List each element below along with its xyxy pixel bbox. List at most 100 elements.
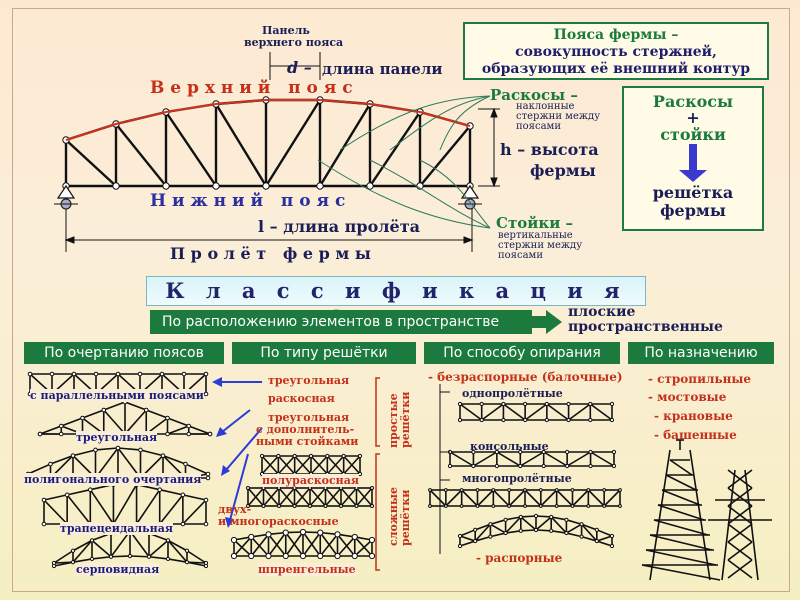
truss-node [334, 531, 341, 538]
upper-chord-label: В е р х н и й п о я с [150, 78, 353, 98]
diagonal-member [91, 539, 112, 558]
truss-node [554, 488, 559, 492]
bottom-chord-member [505, 529, 521, 534]
diagonal-member [556, 489, 574, 507]
truss-node [230, 536, 238, 544]
diagonal-member [165, 111, 217, 187]
top-chord-member [167, 417, 190, 427]
diagonals-desc-2: стержни между [516, 111, 601, 122]
header-lattice-type: По типу решётки [232, 342, 416, 364]
truss-node [447, 463, 453, 469]
truss-node [87, 487, 93, 493]
diagonal-member [355, 487, 373, 507]
truss-node [459, 504, 464, 508]
diagonal-member [103, 409, 126, 435]
truss-node [203, 391, 209, 397]
slide-frame [12, 8, 790, 592]
truss-node [443, 488, 448, 492]
header-chord-shape: По очертанию поясов [24, 342, 224, 364]
top-chord-member [159, 488, 184, 496]
top-chord-member [182, 494, 207, 501]
truss-node [518, 463, 523, 469]
space-arrow-icon [532, 310, 562, 334]
truss-node [316, 182, 324, 190]
diagonal-member [326, 455, 345, 475]
truss-node [475, 488, 480, 492]
top-chord-member [505, 516, 521, 521]
diagonal-member [250, 533, 270, 557]
truss-node [488, 534, 493, 539]
purpose-tower: - башенные [654, 428, 737, 442]
truss-node [205, 471, 211, 477]
diagonal-member [508, 489, 526, 507]
diagonal-member [524, 403, 548, 421]
truss-node [180, 492, 186, 498]
truss-node [51, 563, 57, 569]
truss-node [428, 504, 432, 508]
diagonal-member [110, 530, 131, 558]
truss-node [518, 449, 523, 455]
lower-chord-label: Н и ж н и й п о я с [150, 191, 346, 211]
diagonals-desc-3: поясами [516, 121, 561, 132]
diagonal-member [473, 451, 498, 467]
top-chord-member [535, 515, 552, 518]
truss-node [127, 553, 133, 559]
top-chord-member [124, 401, 147, 411]
diagonal-member [590, 451, 615, 467]
truss-node [262, 182, 270, 190]
truss-node [549, 528, 554, 533]
leader-lines [317, 95, 491, 229]
truss-node [334, 552, 341, 560]
support-non-thrust: - безраспорные (балочные) [428, 370, 623, 384]
definition-line-3: образующих её внешний контур [481, 61, 751, 77]
truss-node [341, 453, 346, 459]
top-chord-member [140, 449, 164, 457]
truss-node [368, 552, 376, 560]
down-arrow-icon [679, 144, 707, 182]
truss-node [292, 453, 297, 459]
diagonals-title: Раскосы – [490, 86, 578, 104]
top-chord-member [566, 519, 582, 526]
diagonal-member [250, 536, 270, 557]
truss-node [115, 445, 121, 451]
truss-node [71, 371, 77, 377]
shape-triangular: треугольная [76, 431, 158, 444]
truss-node [579, 522, 584, 527]
truss-node [618, 488, 622, 492]
diagonal-member [550, 516, 567, 534]
truss-node [507, 488, 512, 492]
top-chord-member [39, 425, 62, 435]
truss-node [203, 497, 209, 503]
top-chord-member [66, 488, 91, 496]
truss-node [618, 504, 622, 508]
bottom-chord-member [551, 529, 567, 534]
truss-node [277, 504, 281, 508]
diagonal-member [565, 523, 583, 534]
grid-posts: стойки [660, 125, 726, 144]
support-left [54, 184, 78, 210]
truss-node [457, 533, 463, 539]
top-chord-member [27, 463, 51, 475]
diagonal-member [489, 523, 507, 534]
diagonal-member [519, 451, 545, 467]
diagonal-member [159, 494, 184, 525]
truss-node [165, 431, 170, 437]
truss-node [554, 504, 559, 508]
truss-node [265, 531, 272, 538]
truss-node [180, 521, 186, 527]
diagonal-member [496, 451, 521, 467]
truss-node [80, 415, 85, 421]
diagonal-member [505, 516, 522, 534]
truss-node [162, 182, 170, 190]
truss-node [564, 530, 569, 536]
posts-title: Стойки – [496, 214, 574, 232]
top-chord-member [490, 519, 506, 526]
truss-node [101, 407, 107, 413]
diagonal-member [267, 532, 287, 557]
truss-node [588, 417, 593, 423]
lattice-sprengel: шпренгельные [258, 563, 356, 576]
truss-node [594, 538, 599, 544]
truss-node [523, 417, 528, 423]
truss-node [212, 182, 220, 190]
shape-trapezoidal: трапецеидальная [60, 522, 173, 535]
